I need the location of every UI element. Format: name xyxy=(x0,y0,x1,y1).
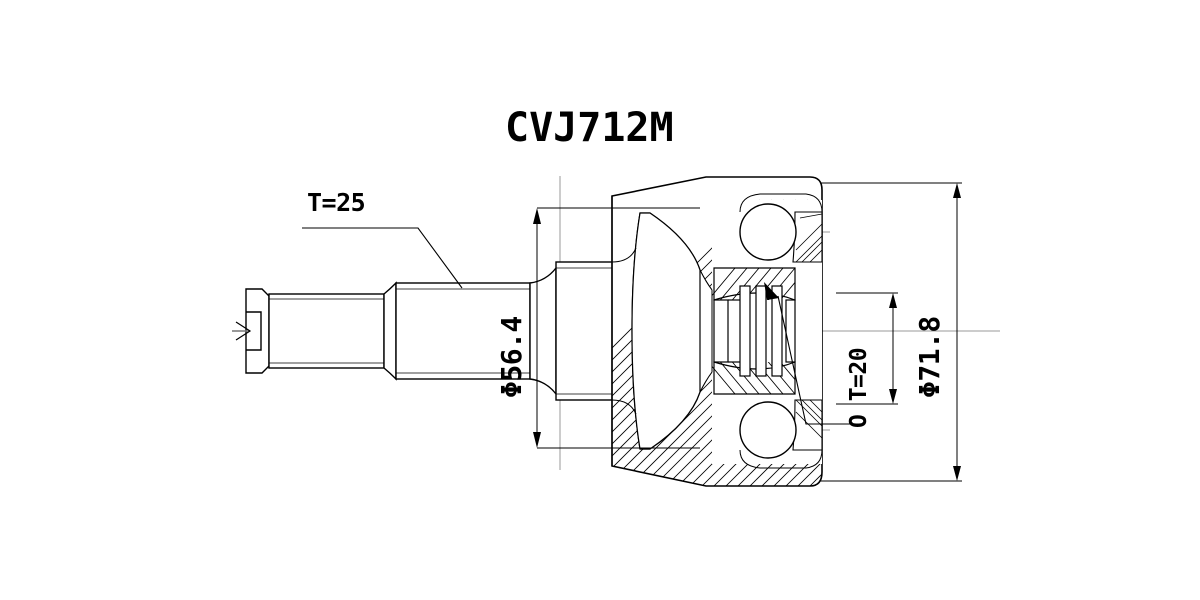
ball-lower xyxy=(739,401,797,459)
housing-inner-cavity-outline xyxy=(631,212,701,450)
neck-fillet-top xyxy=(611,247,637,263)
dimension-inner-race-spline xyxy=(836,292,898,405)
ball-upper xyxy=(739,203,797,261)
shaft-assembly xyxy=(232,261,615,401)
page-title: CVJ712M xyxy=(505,105,674,151)
race-arc-lower xyxy=(739,449,823,469)
inner-race xyxy=(713,285,796,377)
neck-fillet-bottom xyxy=(611,399,637,415)
cavity-throat-outline xyxy=(699,269,713,393)
shaft-shoulder xyxy=(383,281,397,381)
dim-arrow-t20-top xyxy=(889,293,897,308)
housing-diameter-label: Φ71.8 xyxy=(913,316,946,398)
ball-race-assembly xyxy=(712,193,823,469)
housing-neck-collar xyxy=(555,261,615,401)
splined-shaft-barrel xyxy=(395,282,531,380)
inner-race-spline-rib-3 xyxy=(771,285,783,377)
inner-race-spline-rib-2 xyxy=(755,285,767,377)
inner-race-spline-rib-1 xyxy=(739,285,751,377)
shaft-spline-label: T=25 xyxy=(307,188,366,217)
race-arc-upper xyxy=(739,193,823,213)
dimension-housing-diameter xyxy=(820,182,962,482)
leader-t20-arrowhead xyxy=(764,282,779,300)
shaft-step-1 xyxy=(268,293,385,369)
dim-arrow-56-4-bottom xyxy=(533,432,541,448)
dimension-shaft-diameter xyxy=(533,207,700,449)
dim-arrow-56-4-top xyxy=(533,208,541,224)
dim-arrow-71-8-top xyxy=(953,183,961,198)
leader-t20 xyxy=(777,295,858,425)
dim-arrow-71-8-bottom xyxy=(953,466,961,481)
leader-lines xyxy=(302,227,858,425)
inner-race-spline-label: O T=20 xyxy=(846,347,872,428)
inner-race-left-wall xyxy=(713,299,729,363)
dim-arrow-t20-bottom xyxy=(889,389,897,404)
leader-t25 xyxy=(302,227,463,289)
race-land-hatch xyxy=(795,213,823,439)
shaft-diameter-label: Φ56.4 xyxy=(495,316,528,398)
chamfer-arrow-mark xyxy=(235,321,252,341)
circlip-groove xyxy=(246,311,262,351)
shaft-housing-neck xyxy=(529,265,557,397)
